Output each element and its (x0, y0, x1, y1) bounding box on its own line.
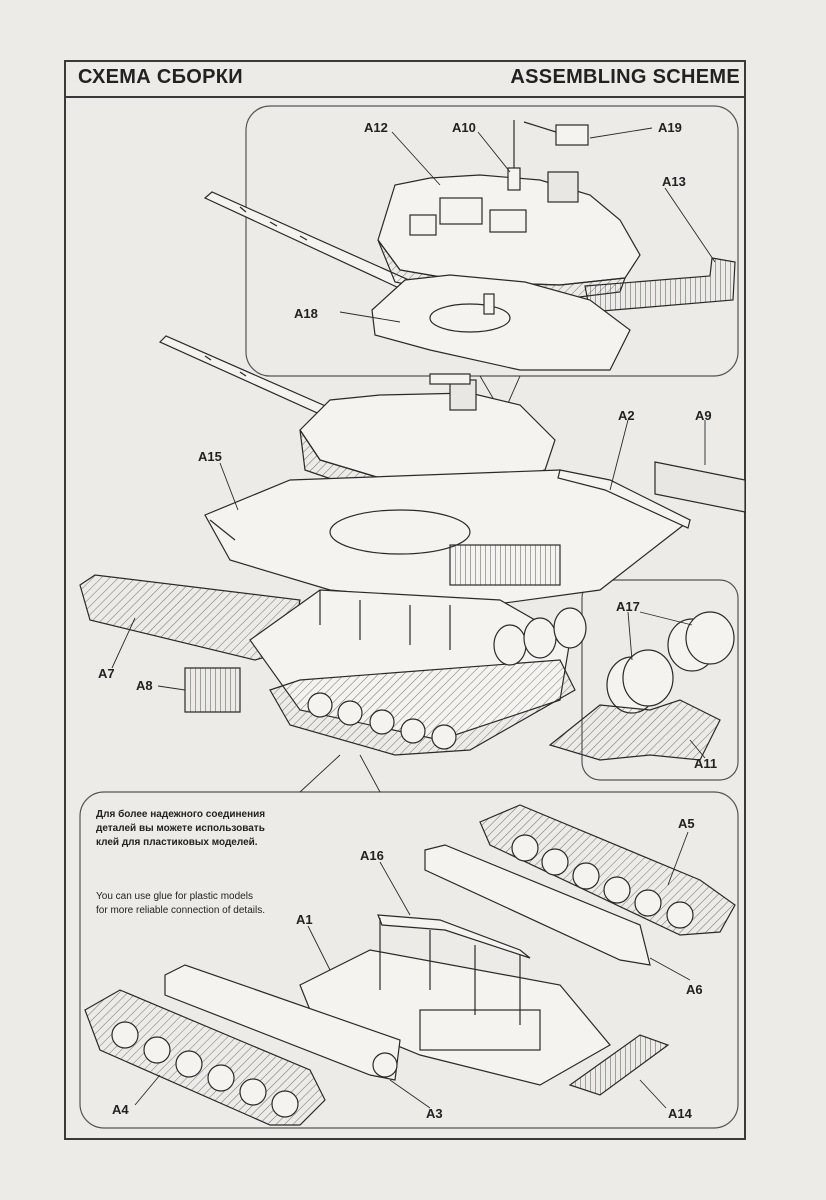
turret-detail-panel (245, 105, 739, 377)
chassis-exploded (84, 804, 736, 1126)
part-label-a8: A8 (136, 678, 153, 693)
leader-lines-main (111, 419, 706, 793)
part-label-a13: A13 (662, 174, 686, 189)
hull-lower-with-tracks (79, 574, 587, 756)
part-label-a19: A19 (658, 120, 682, 135)
part-label-a4: A4 (112, 1102, 129, 1117)
part-label-a14: A14 (668, 1106, 693, 1121)
page-frame (64, 60, 746, 1140)
glue-note-russian: Для более надежного соединения деталей в… (96, 809, 266, 848)
part-label-a5: A5 (678, 816, 695, 831)
part-label-a1: A1 (296, 912, 313, 927)
header-rule (66, 96, 744, 98)
leader-lines-bottom (134, 831, 691, 1109)
chassis-detail-panel (79, 791, 739, 1129)
part-label-a7: A7 (98, 666, 115, 681)
part-label-a10: A10 (452, 120, 476, 135)
fuel-drum-detail-panel (581, 579, 739, 781)
part-label-a16: A16 (360, 848, 384, 863)
title-english: ASSEMBLING SCHEME (510, 66, 740, 88)
part-label-a12: A12 (364, 120, 388, 135)
part-label-a6: A6 (686, 982, 703, 997)
hull-fuel-drums (493, 607, 587, 666)
glue-note-english: You can use glue for plastic models for … (96, 891, 265, 916)
part-label-a11: A11 (694, 756, 717, 771)
part-label-a2: A2 (618, 408, 635, 423)
turret-upper-exploded (203, 120, 736, 371)
hull-upper-deck (204, 461, 746, 606)
title-russian: СХЕМА СБОРКИ (78, 66, 243, 88)
part-label-a15: A15 (198, 449, 222, 464)
part-label-a17: A17 (616, 599, 640, 614)
fuel-drum-detail (548, 611, 735, 761)
part-label-a9: A9 (695, 408, 712, 423)
part-label-a3: A3 (426, 1106, 443, 1121)
part-label-a18: A18 (294, 306, 318, 321)
